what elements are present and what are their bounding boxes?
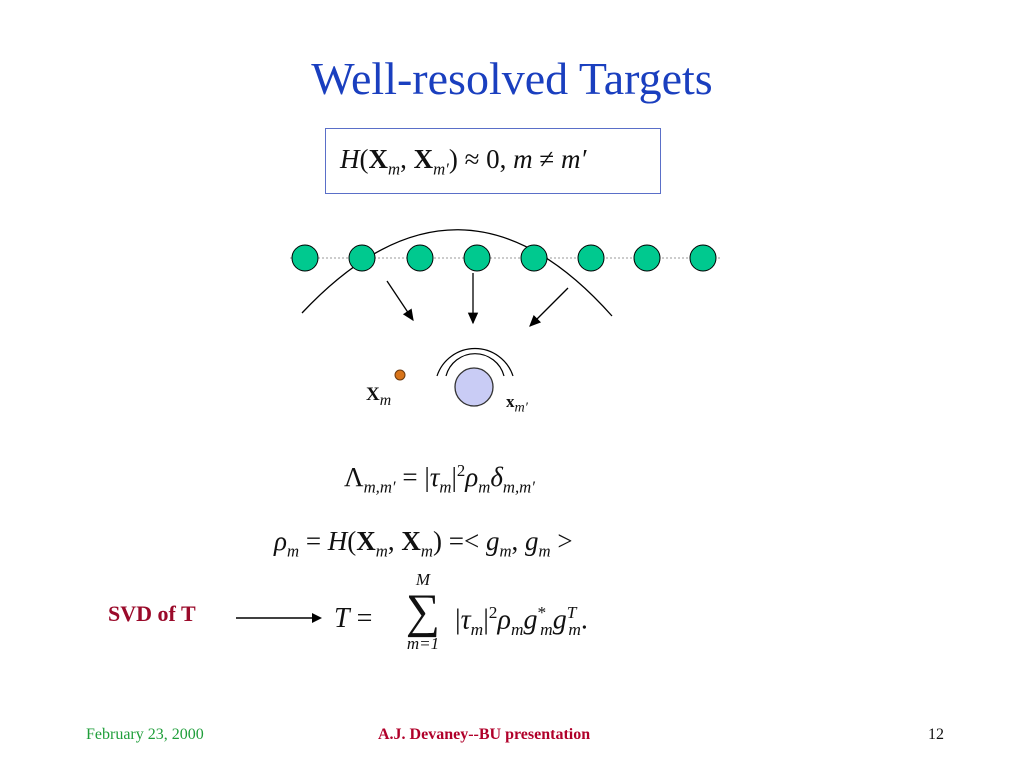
- target-label-xmp: xm′: [506, 392, 528, 416]
- wavefront-arc: [301, 229, 613, 317]
- svd-arrow: [236, 613, 322, 623]
- orthogonality-equation: H(Xm, Xm′) ≈ 0, m ≠ m′: [340, 144, 587, 179]
- transducer-array: [291, 244, 717, 272]
- array-element: [689, 244, 717, 272]
- array-element: [520, 244, 548, 272]
- small-target: [394, 369, 406, 381]
- incident-arrow-right: [529, 287, 569, 327]
- scattered-wave-outer: [436, 347, 514, 377]
- large-target: [454, 367, 494, 407]
- array-element: [577, 244, 605, 272]
- array-element: [406, 244, 434, 272]
- footer-presenter: A.J. Devaney--BU presentation: [378, 726, 591, 743]
- svd-label: SVD of T: [108, 601, 196, 626]
- array-element: [291, 244, 319, 272]
- incident-arrow-left: [386, 280, 414, 322]
- lambda-equation: Λm,m′ = |τm|2ρmδm,m′: [344, 461, 535, 497]
- t-equation: T =: [334, 603, 373, 634]
- array-element: [463, 244, 491, 272]
- array-element: [348, 244, 376, 272]
- scattered-wave-inner: [445, 353, 505, 377]
- t-equation-terms: |τm|2ρmg*mgTm.: [455, 603, 588, 639]
- array-element: [633, 244, 661, 272]
- equation-box: [325, 128, 661, 194]
- footer-date: February 23, 2000: [86, 726, 204, 743]
- target-label-xm: Xm: [366, 384, 392, 409]
- page-number: 12: [928, 726, 944, 743]
- slide-title: Well-resolved Targets: [311, 53, 713, 104]
- rho-equation: ρm = H(Xm, Xm) =< gm, gm >: [274, 526, 573, 561]
- sum-symbol: M ∑ m=1: [405, 570, 441, 653]
